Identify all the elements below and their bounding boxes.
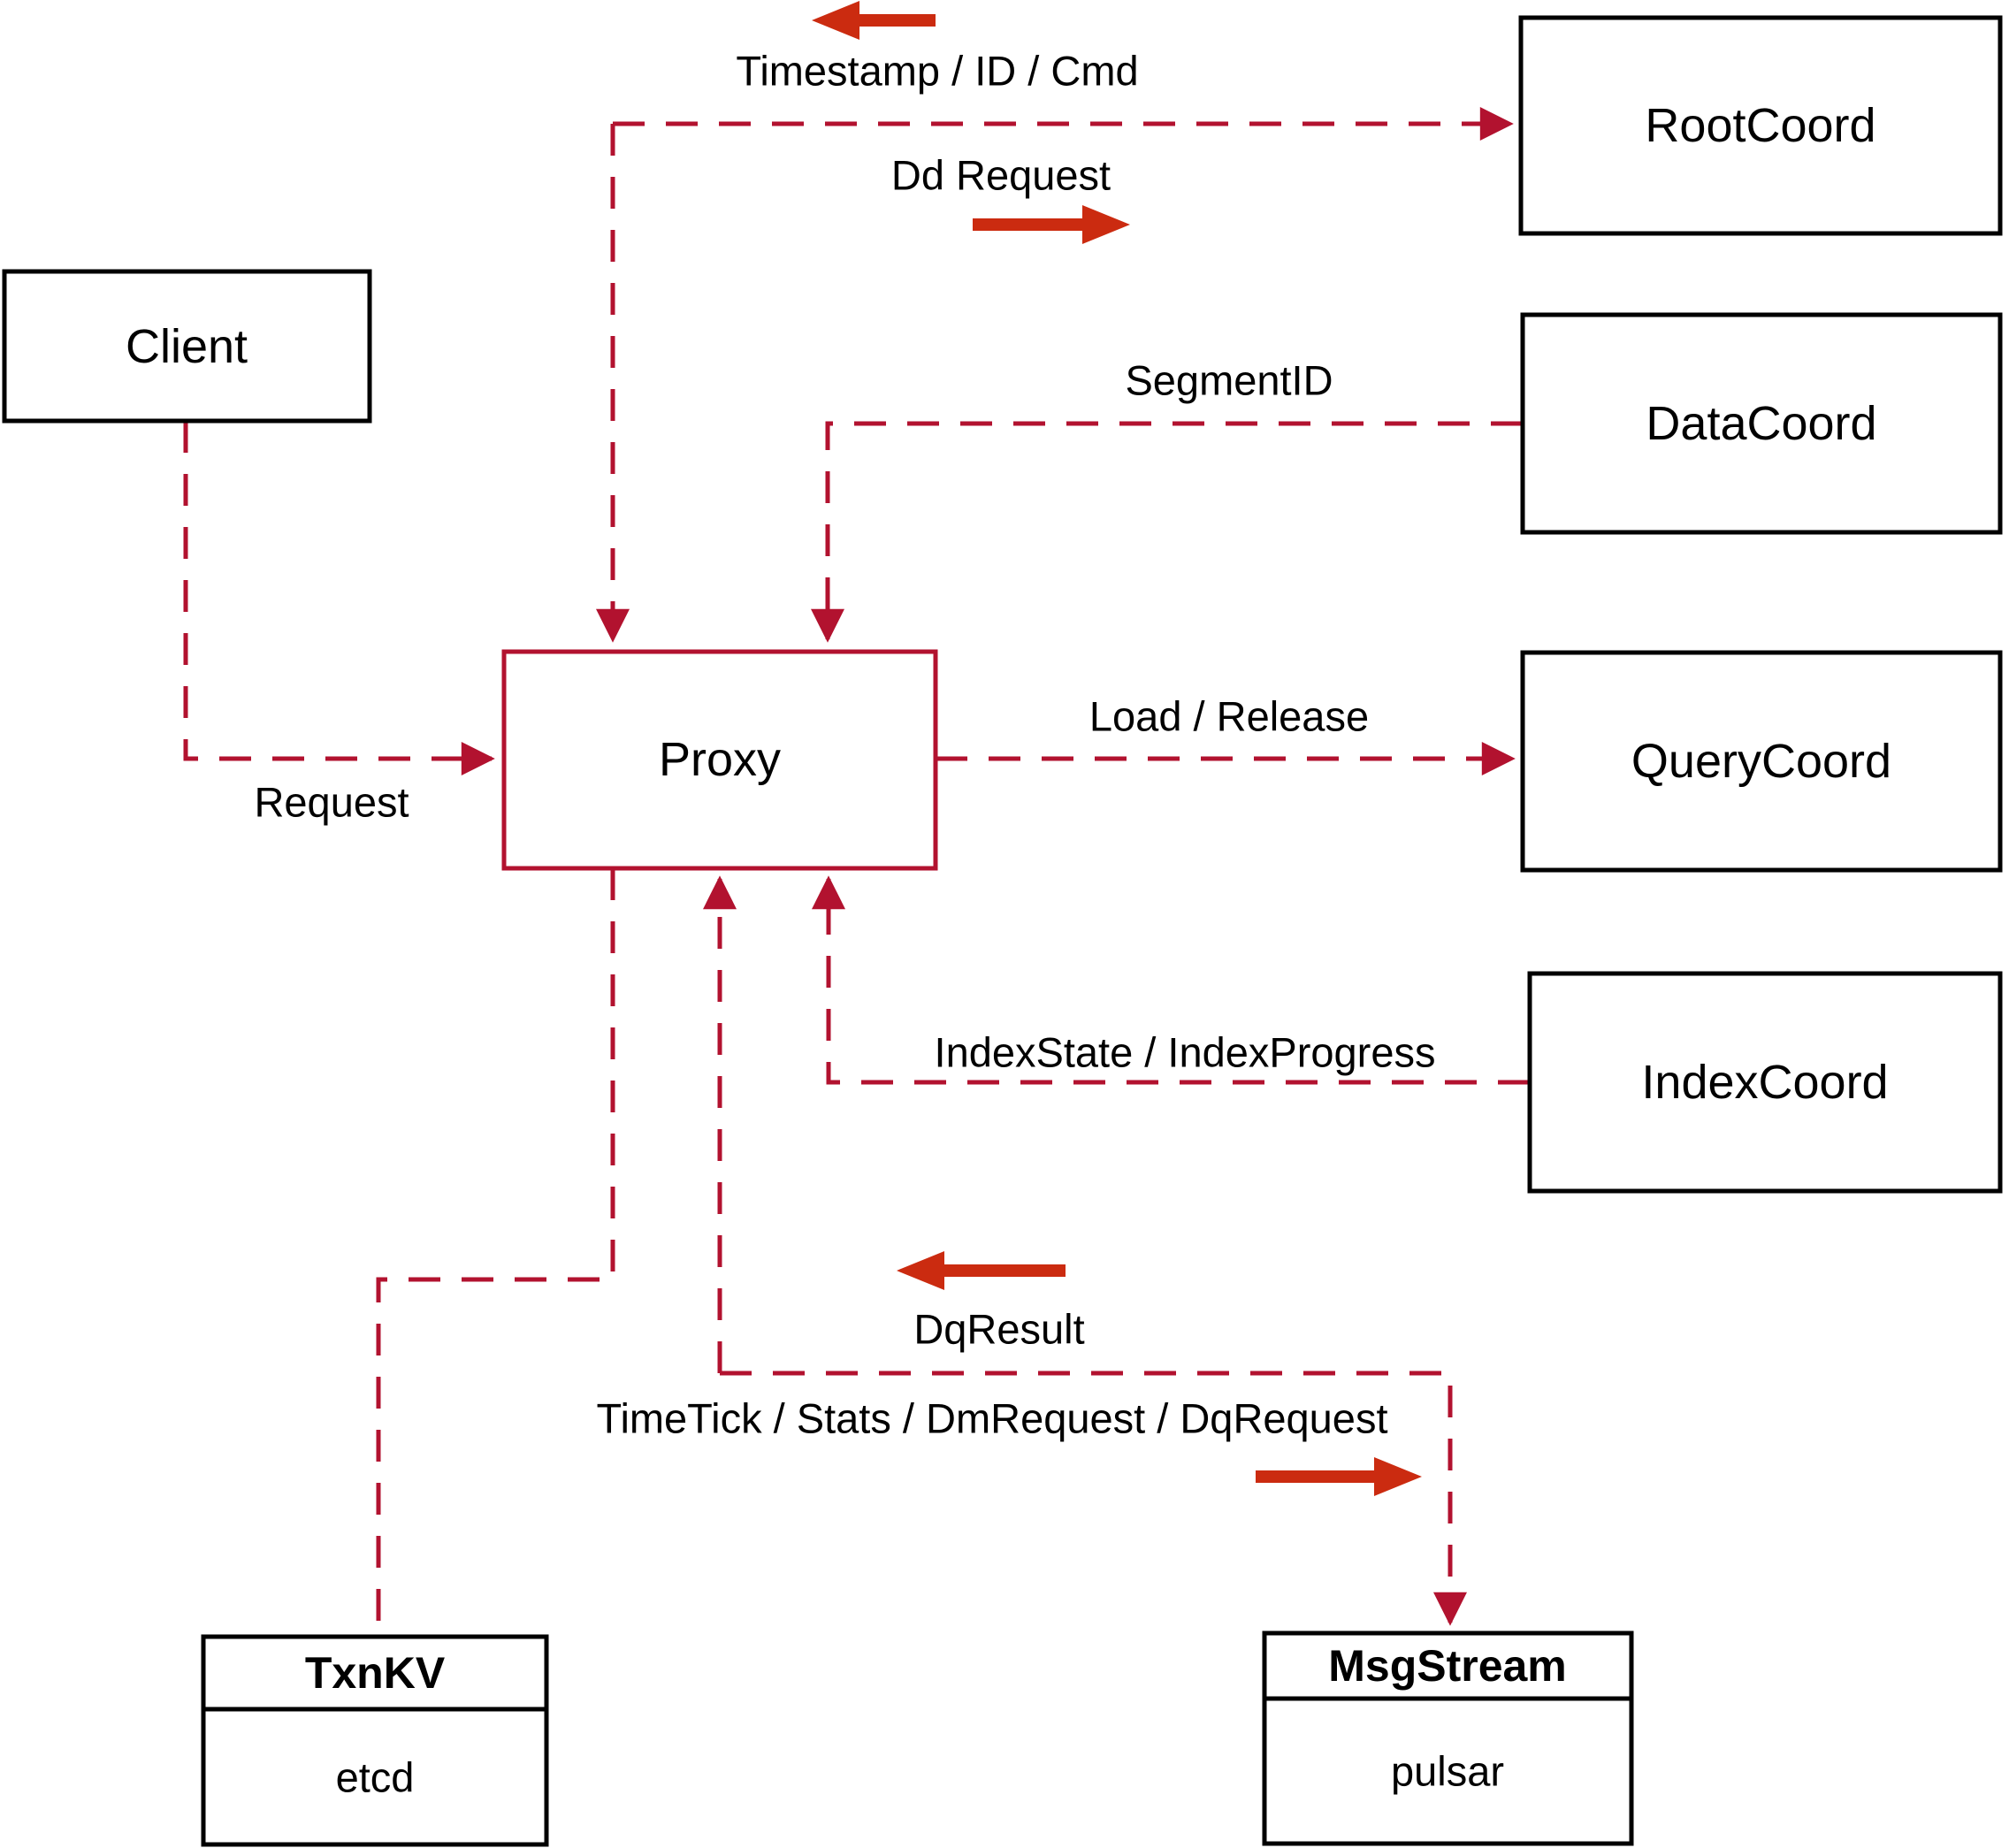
edge-labels: Timestamp / ID / Cmd Dd Request SegmentI… [254,48,1435,1442]
querycoord-label: QueryCoord [1631,735,1891,788]
msgstream-title: MsgStream [1328,1641,1567,1691]
timetick-right-arrow-icon [1256,1457,1422,1496]
node-indexcoord: IndexCoord [1527,971,2003,1194]
edge-datacoord-to-proxy [811,421,1523,643]
node-datacoord: DataCoord [1520,312,2003,535]
client-label: Client [126,320,248,373]
node-txnkv: TxnKV etcd [201,1634,549,1847]
edge-indexcoord-to-proxy [812,875,1530,1085]
node-client: Client [2,269,372,424]
txnkv-subtitle: etcd [336,1754,415,1801]
node-proxy: Proxy [501,649,938,871]
edge-label-index-state-progress: IndexState / IndexProgress [935,1029,1436,1076]
datacoord-label: DataCoord [1646,397,1876,450]
edge-label-dd-request: Dd Request [891,152,1111,199]
rootcoord-label: RootCoord [1645,99,1875,152]
edge-client-to-proxy [183,421,495,775]
edge-label-request: Request [254,779,409,826]
txnkv-title: TxnKV [305,1648,446,1698]
msgstream-subtitle: pulsar [1391,1748,1504,1795]
edge-label-timestamp-id-cmd: Timestamp / ID / Cmd [736,48,1138,95]
edge-proxy-to-txnkv [376,868,615,1635]
timestamp-left-arrow-icon [812,1,936,40]
edge-label-load-release: Load / Release [1089,693,1369,740]
edge-label-timetick-stats: TimeTick / Stats / DmRequest / DqRequest [596,1395,1387,1442]
edge-proxy-to-msgstream [720,1371,1467,1626]
direction-arrows [812,1,1422,1496]
node-querycoord: QueryCoord [1520,650,2003,873]
proxy-label: Proxy [659,733,781,786]
dd-request-right-arrow-icon [973,205,1130,244]
edge-label-dq-result: DqResult [913,1306,1084,1353]
dashed-connectors [183,107,1530,1635]
node-msgstream: MsgStream pulsar [1262,1630,1634,1846]
indexcoord-label: IndexCoord [1641,1056,1888,1109]
node-rootcoord: RootCoord [1518,15,2003,236]
dq-result-left-arrow-icon [897,1251,1066,1290]
edge-label-segment-id: SegmentID [1125,357,1333,404]
nodes: Client RootCoord DataCoord QueryCoord In… [2,15,2003,1847]
